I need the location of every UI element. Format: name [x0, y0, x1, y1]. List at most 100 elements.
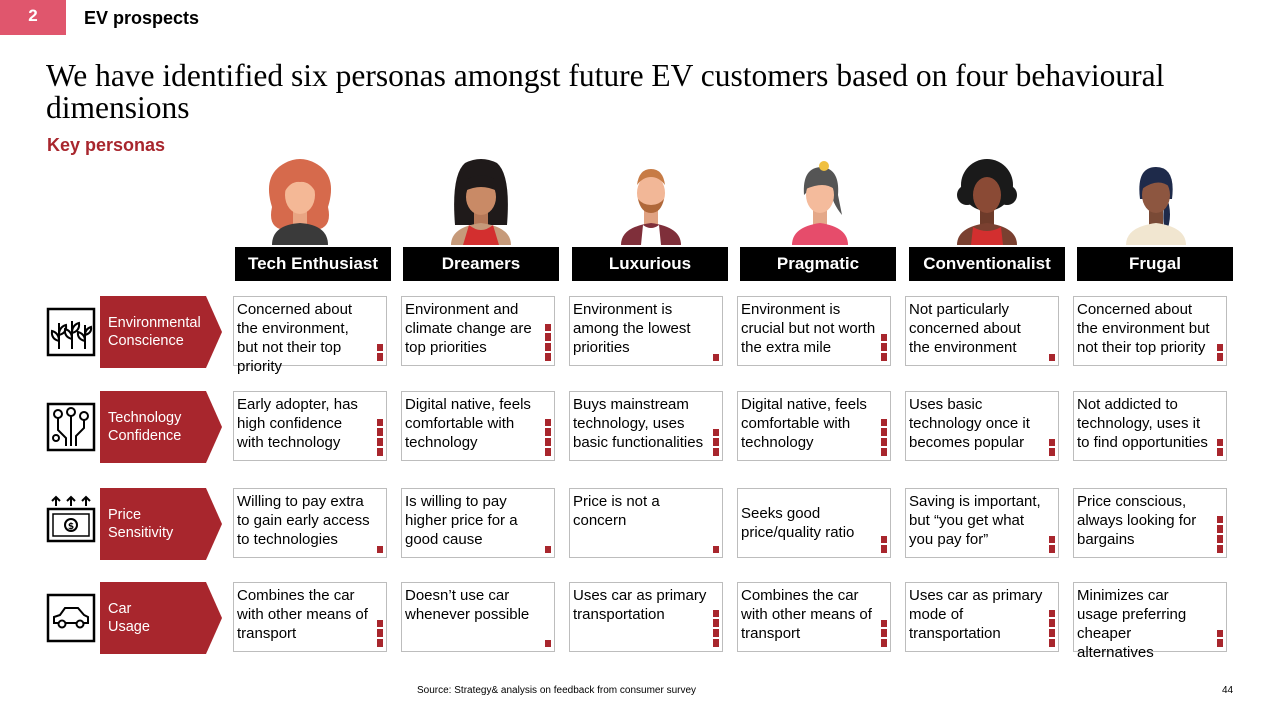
level-segment [377, 629, 383, 637]
source-note: Source: Strategy& analysis on feedback f… [417, 685, 697, 696]
cell-technology-conventionalist: Uses basic technology once it becomes po… [905, 391, 1059, 461]
dimension-arrow-environmental-conscience [100, 296, 222, 368]
persona-label-dreamers: Dreamers [403, 247, 559, 281]
level-gauge [377, 342, 383, 361]
cell-car-usage-dreamers: Doesn’t use car whenever possible [401, 582, 555, 652]
cell-technology-dreamers: Digital native, feels comfortable with t… [401, 391, 555, 461]
level-gauge [377, 417, 383, 456]
level-segment [1049, 439, 1055, 446]
cell-text: Saving is important, but “you get what y… [909, 493, 1041, 548]
level-segment [1049, 639, 1055, 647]
level-segment [1217, 448, 1223, 456]
cell-technology-frugal: Not addicted to technology, uses it to f… [1073, 391, 1227, 461]
cell-price-tech-enthusiast: Willing to pay extra to gain early acces… [233, 488, 387, 558]
cell-technology-pragmatic: Digital native, feels comfortable with t… [737, 391, 891, 461]
level-segment [545, 353, 551, 361]
section-number-tab: 2 [0, 0, 66, 35]
dimension-label-price-sensitivity: Price Sensitivity [108, 488, 218, 560]
level-segment [713, 629, 719, 637]
cell-environmental-conventionalist: Not particularly concerned about the env… [905, 296, 1059, 366]
cell-text: Combines the car with other means of tra… [741, 587, 872, 642]
section-name: EV prospects [84, 8, 200, 28]
persona-label-frugal: Frugal [1077, 247, 1233, 281]
dimension-label-line2: Confidence [108, 428, 182, 444]
level-segment [377, 620, 383, 627]
level-segment [713, 438, 719, 446]
level-gauge [1217, 342, 1223, 361]
cell-price-pragmatic: Seeks good price/quality ratio [737, 488, 891, 558]
cell-technology-tech-enthusiast: Early adopter, has high confidence with … [233, 391, 387, 461]
page-number: 44 [1222, 685, 1234, 696]
persona-label-luxurious: Luxurious [572, 247, 728, 281]
cell-text: Uses car as primary transportation [573, 587, 707, 623]
cell-text: Seeks good price/quality ratio [741, 505, 855, 541]
persona-avatar-dreamers [451, 159, 511, 245]
cell-text: Uses car as primary mode of transportati… [909, 587, 1043, 642]
level-segment [881, 620, 887, 627]
persona-label-pragmatic: Pragmatic [740, 247, 896, 281]
level-segment [377, 419, 383, 426]
dimension-label-line1: Car [108, 601, 132, 617]
level-segment [545, 448, 551, 456]
cell-text: Early adopter, has high confidence with … [237, 396, 358, 451]
level-gauge [545, 544, 551, 553]
level-segment [713, 429, 719, 436]
dimension-label-line1: Environmental [108, 315, 201, 331]
level-segment [713, 639, 719, 647]
page-subtitle: Key personas [47, 135, 166, 155]
cell-text: Uses basic technology once it becomes po… [909, 396, 1030, 451]
dimension-label-environmental-conscience: Environmental Conscience [108, 296, 218, 368]
level-segment [1049, 448, 1055, 456]
cell-price-dreamers: Is willing to pay higher price for a goo… [401, 488, 555, 558]
car-icon [46, 593, 96, 643]
level-segment [881, 639, 887, 647]
cell-environmental-luxurious: Environment is among the lowest prioriti… [569, 296, 723, 366]
level-segment [377, 428, 383, 436]
cell-text: Not particularly concerned about the env… [909, 301, 1021, 356]
level-segment [1217, 535, 1223, 543]
level-segment [881, 353, 887, 361]
level-segment [881, 334, 887, 341]
cell-text: Price is not a concern [573, 493, 660, 529]
level-segment [1217, 525, 1223, 533]
level-segment [545, 438, 551, 446]
level-segment [713, 619, 719, 627]
level-segment [1049, 619, 1055, 627]
level-segment [713, 354, 719, 361]
cell-price-frugal: Price conscious, always looking for barg… [1073, 488, 1227, 558]
cell-environmental-dreamers: Environment and climate change are top p… [401, 296, 555, 366]
level-segment [545, 324, 551, 331]
cell-environmental-tech-enthusiast: Concerned about the environment, but not… [233, 296, 387, 375]
level-gauge [1049, 437, 1055, 456]
level-segment [545, 640, 551, 647]
dimension-label-line2: Usage [108, 619, 150, 635]
level-segment [881, 448, 887, 456]
cell-text: Doesn’t use car whenever possible [405, 587, 530, 623]
level-segment [545, 333, 551, 341]
cell-text: Willing to pay extra to gain early acces… [237, 493, 370, 548]
level-segment [1217, 639, 1223, 647]
level-segment [1049, 610, 1055, 617]
dimension-arrow-technology-confidence [100, 391, 222, 463]
cell-text: Digital native, feels comfortable with t… [741, 396, 867, 451]
level-segment [1217, 516, 1223, 523]
cell-text: Minimizes car usage preferring cheaper a… [1077, 587, 1187, 661]
level-segment [377, 353, 383, 361]
level-segment [1049, 354, 1055, 361]
cell-text: Environment is among the lowest prioriti… [573, 301, 691, 356]
persona-avatar-conventionalist [957, 159, 1017, 245]
cell-price-conventionalist: Saving is important, but “you get what y… [905, 488, 1059, 558]
dimension-arrow-car-usage [100, 582, 222, 654]
dimension-label-car-usage: Car Usage [108, 582, 218, 654]
plant-icon [46, 307, 96, 357]
level-segment [377, 639, 383, 647]
cell-text: Digital native, feels comfortable with t… [405, 396, 531, 451]
page-title: We have identified six personas amongst … [46, 58, 1165, 125]
level-segment [713, 610, 719, 617]
level-segment [881, 343, 887, 351]
dimension-label-line1: Technology [108, 410, 182, 426]
level-segment [881, 419, 887, 426]
cell-text: Is willing to pay higher price for a goo… [405, 493, 518, 548]
cell-car-usage-pragmatic: Combines the car with other means of tra… [737, 582, 891, 652]
level-segment [1049, 629, 1055, 637]
